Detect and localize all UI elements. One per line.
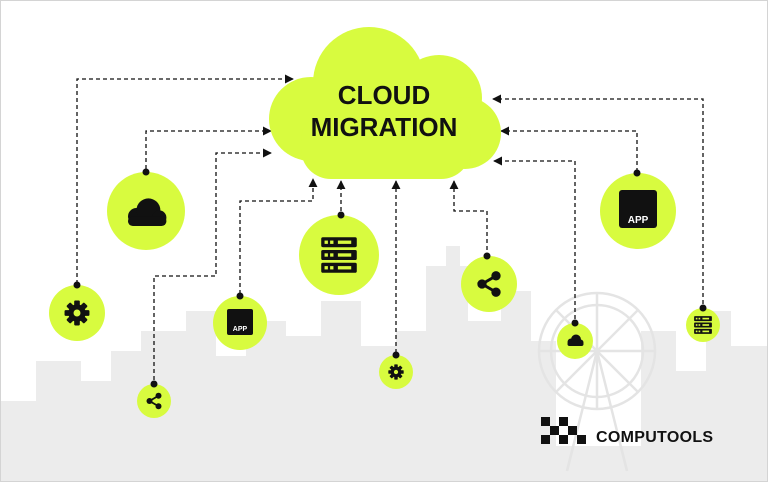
server-icon (694, 316, 712, 334)
node-share-small (137, 384, 171, 418)
ferris-wheel-background (537, 291, 657, 472)
node-server-small (686, 308, 720, 342)
server-icon (321, 237, 357, 273)
node-app-small: APP (213, 296, 267, 350)
app-icon: APP (227, 309, 253, 335)
node-gear-small (379, 355, 413, 389)
app-label-small: APP (233, 326, 248, 333)
node-share-large (461, 256, 517, 312)
node-gear-large (49, 285, 105, 341)
app-label-large: APP (628, 215, 649, 226)
computools-logo-icon (541, 417, 586, 444)
node-app-large: APP (600, 173, 676, 249)
gear-icon (388, 364, 404, 380)
cloud-title-line2: MIGRATION (311, 112, 458, 142)
cloud-title-line1: CLOUD (338, 80, 430, 110)
gear-icon (64, 300, 90, 326)
app-icon: APP (619, 190, 657, 228)
connector-lines (76, 74, 704, 387)
connector-dots (73, 168, 707, 388)
cloud-migration-node (269, 27, 501, 179)
brand-name: COMPUTOOLS (596, 429, 713, 446)
node-cloud-small (557, 323, 593, 359)
node-cloud-large (107, 172, 185, 250)
node-server-large (299, 215, 379, 295)
